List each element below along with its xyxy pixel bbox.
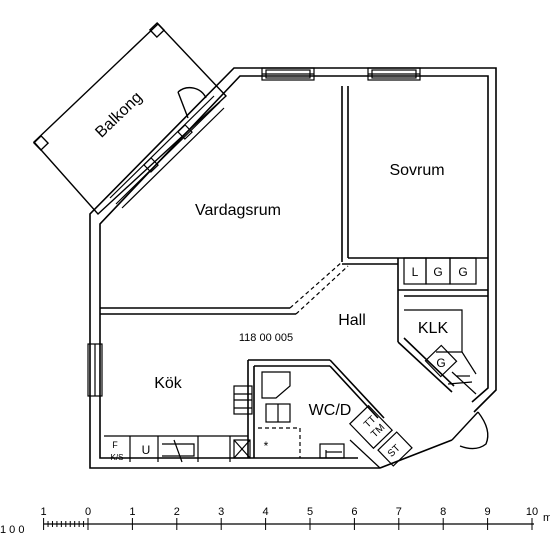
scale-label: 10	[526, 506, 538, 518]
window-kitchen-left	[87, 343, 103, 397]
kitchen-fixtures	[104, 385, 253, 463]
room-label-sovrum: Sovrum	[389, 162, 444, 179]
interior-walls	[100, 86, 488, 458]
apartment-id: 118 00 005	[239, 332, 293, 344]
entrance-door	[451, 411, 489, 450]
room-label-hall: Hall	[338, 312, 366, 329]
window-living-top	[261, 67, 315, 81]
window-bedroom-top	[367, 67, 421, 81]
fixture-label-g1: G	[433, 265, 442, 279]
balcony	[32, 21, 227, 215]
scale-ticks	[43, 518, 533, 530]
scale-label: 1	[129, 506, 135, 518]
room-label-wcd: WC/D	[309, 402, 352, 419]
room-label-kok: Kök	[154, 375, 183, 392]
scale-end-unit: m	[543, 512, 550, 524]
scale-label: 8	[440, 506, 446, 518]
room-label-klk: KLK	[418, 320, 449, 337]
scale-label: 5	[307, 506, 313, 518]
fixture-label-g2: G	[458, 265, 467, 279]
sliding-door-dashed	[289, 261, 349, 315]
fixture-label-g3: G	[436, 356, 445, 370]
scale-label: 1	[41, 506, 47, 518]
scale-start: 1 0 0	[0, 524, 24, 536]
scale-label: 3	[218, 506, 224, 518]
scale-label: 2	[174, 506, 180, 518]
scale-label: 6	[351, 506, 357, 518]
fixture-labels: L G G G TT TM ST F K/S U *	[111, 265, 468, 462]
fixture-label-star: *	[264, 439, 269, 453]
fixture-label-u: U	[142, 443, 151, 457]
room-labels: Balkong Vardagsrum Sovrum Hall Kök WC/D …	[92, 89, 448, 419]
fixture-label-fks-bottom: K/S	[111, 453, 124, 462]
scale-label: 0	[85, 506, 91, 518]
fixture-label-l: L	[412, 265, 419, 279]
scale-label: 9	[485, 506, 491, 518]
room-label-balkong: Balkong	[92, 89, 145, 141]
balcony-window-band	[109, 95, 225, 209]
scale-label: 4	[263, 506, 269, 518]
fixture-label-st: ST	[386, 443, 403, 460]
klk-closet	[404, 309, 477, 395]
scale-label: 7	[396, 506, 402, 518]
bathroom-fixtures	[258, 371, 413, 469]
fixture-label-fks-top: F	[112, 440, 118, 450]
wardrobes	[403, 257, 477, 285]
room-label-vardagsrum: Vardagsrum	[195, 202, 281, 219]
